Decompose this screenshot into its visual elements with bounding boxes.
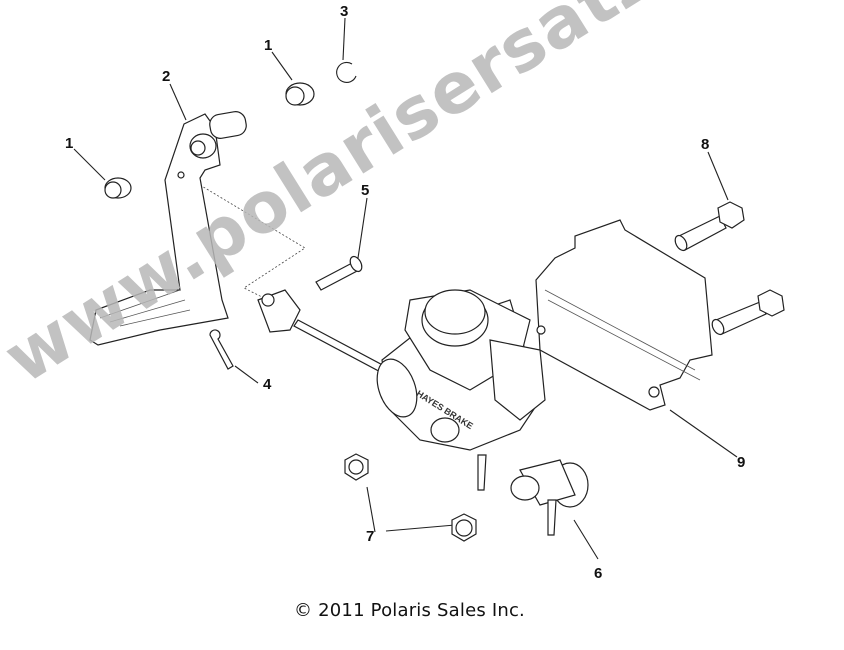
callout-9-bracket: 9 (737, 454, 746, 471)
callout-5-clevis-pin: 5 (361, 182, 370, 199)
brake-pedal-part-2 (89, 111, 247, 346)
leader-lines (73, 17, 738, 560)
clevis-pushrod (257, 289, 393, 377)
callout-1-bushing-left: 1 (65, 135, 74, 152)
bolt-part-8-upper (674, 201, 745, 252)
copyright-notice: © 2011 Polaris Sales Inc. (294, 600, 525, 621)
callout-2-pedal: 2 (162, 68, 171, 85)
cotter-pin-part-4 (209, 329, 234, 370)
bolt-part-8-lower (711, 289, 785, 336)
mounting-bracket-part-9 (535, 219, 713, 411)
callout-3-eclip: 3 (340, 3, 349, 20)
nut-part-7-lower (451, 513, 477, 542)
e-clip-part-3 (336, 61, 357, 83)
callout-1-bushing-top: 1 (264, 37, 273, 54)
callout-7-nut: 7 (366, 528, 375, 545)
bushing-part-1-left (104, 177, 132, 199)
callout-6-master-cylinder: 6 (594, 565, 603, 582)
callout-4-cotter-pin: 4 (263, 376, 272, 393)
callout-8-bolt: 8 (701, 136, 710, 153)
nut-part-7-upper (344, 453, 369, 481)
master-cylinder-part-6: HAYES BRAKE (376, 289, 589, 536)
bushing-part-1-top (285, 82, 315, 106)
clevis-pin-part-5 (315, 255, 363, 291)
